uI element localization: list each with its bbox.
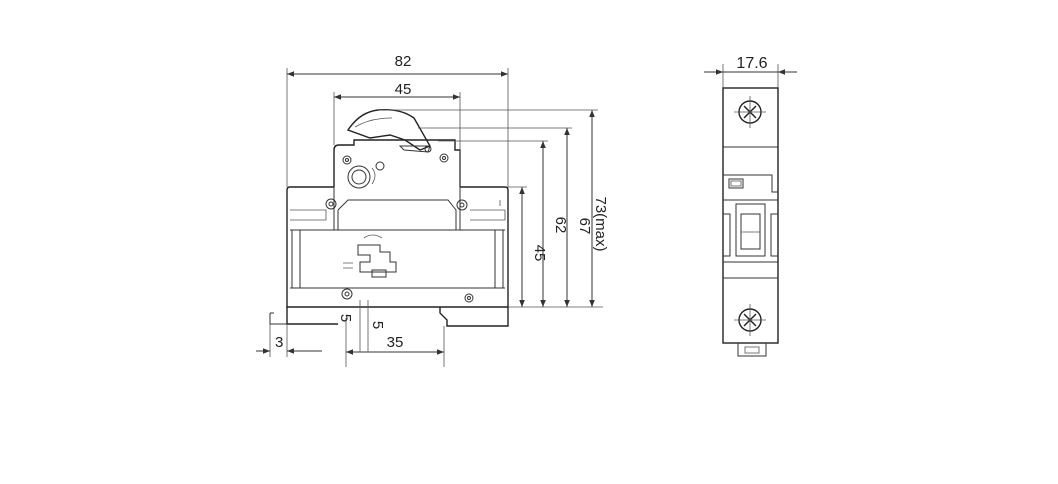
breaker-body-outline <box>269 139 509 327</box>
dim-label-73-max: 73(max) <box>592 196 609 251</box>
dim-label-45-vertical: 45 <box>531 245 548 262</box>
dim-bottom: 3 35 5 5 <box>256 300 445 367</box>
dim-label-3: 3 <box>275 334 283 351</box>
dim-label-45-horizontal: 45 <box>395 81 412 98</box>
circuit-symbol <box>343 234 397 278</box>
dim-label-17-6: 17.6 <box>736 55 767 72</box>
dim-label-82: 82 <box>395 53 412 70</box>
dim-label-67: 67 <box>576 218 593 235</box>
dim-vertical-heights: 45 62 67 73(max) <box>378 109 609 308</box>
dim-label-5-right: 5 <box>369 321 386 329</box>
side-screw-bottom <box>734 304 766 336</box>
dim-label-5-left: 5 <box>337 314 354 322</box>
dim-module-width: 17.6 <box>704 55 797 88</box>
side-view: 17.6 <box>704 55 797 357</box>
dim-label-35: 35 <box>387 334 404 351</box>
dim-handle-width: 45 <box>333 81 461 187</box>
side-body-outline <box>722 87 779 357</box>
dim-label-62: 62 <box>552 217 569 234</box>
front-view: 82 45 45 62 67 73(m <box>256 53 609 367</box>
side-screw-top <box>734 96 766 128</box>
toggle-handle <box>346 108 432 153</box>
dim-overall-width: 82 <box>286 53 509 187</box>
